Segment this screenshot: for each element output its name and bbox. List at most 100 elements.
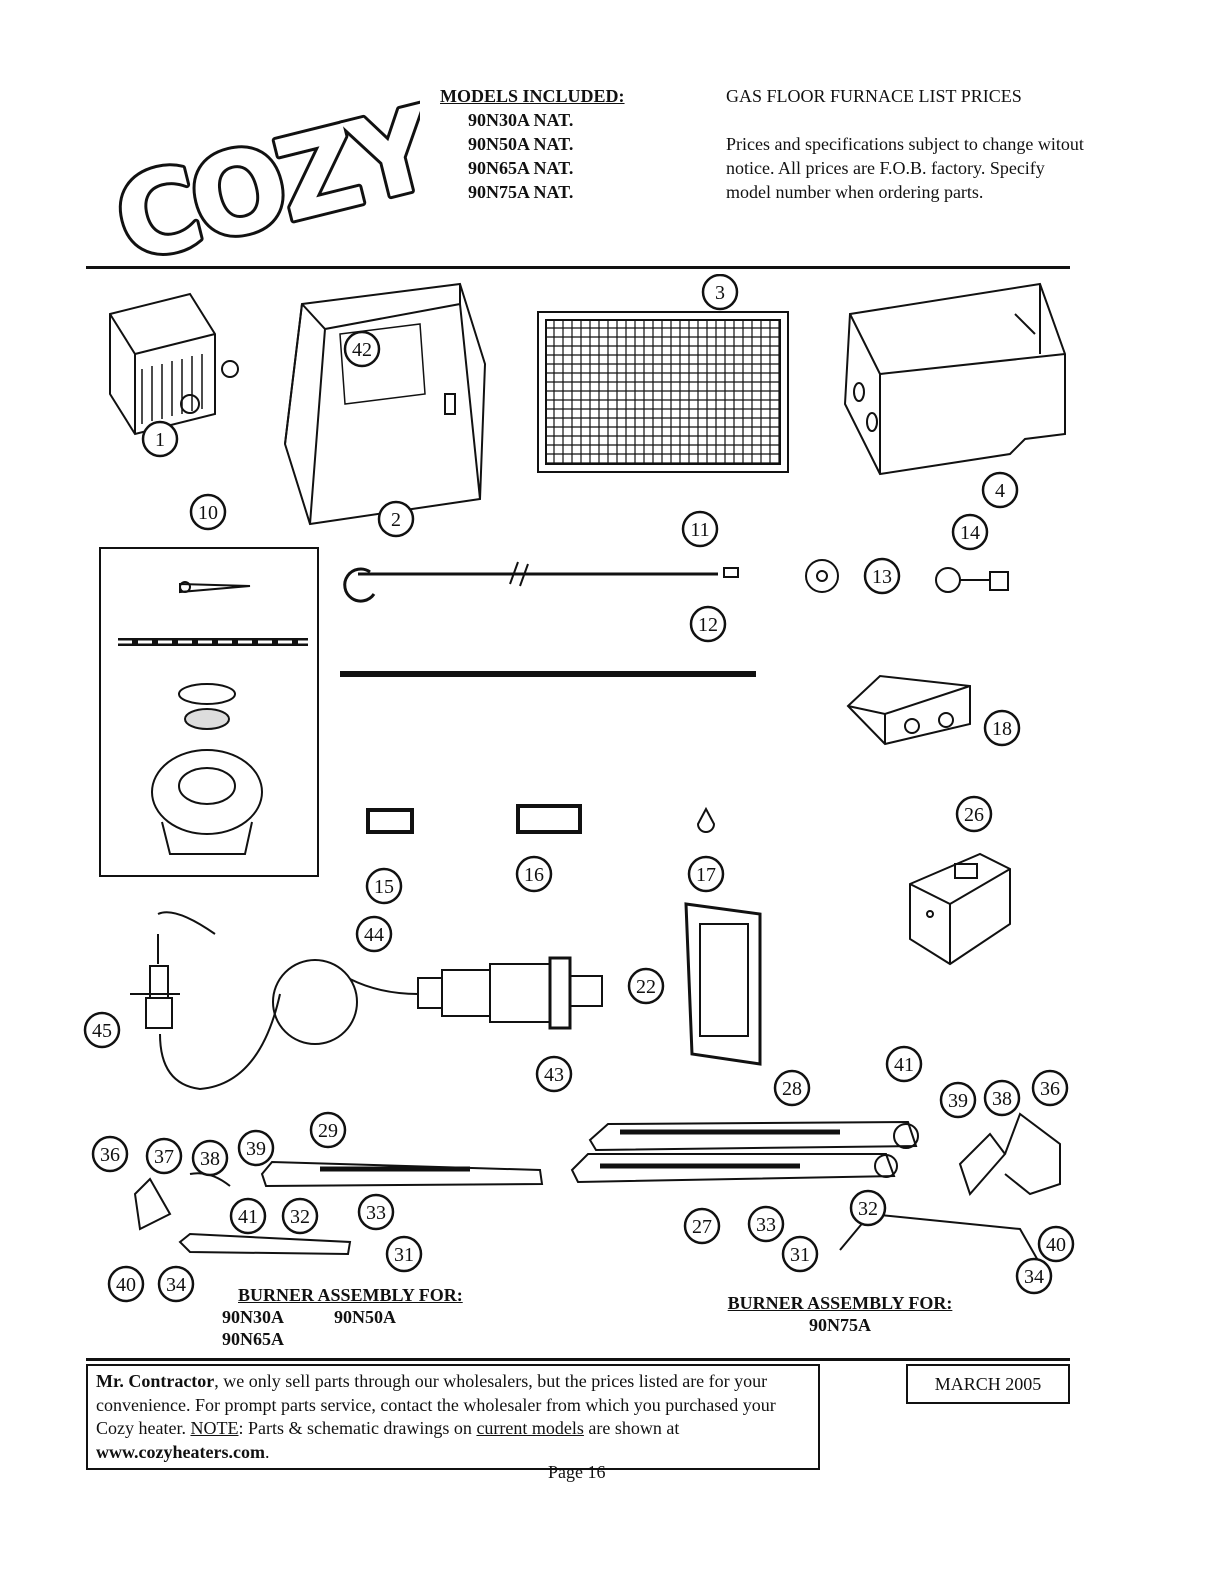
callout-11: 11 — [681, 510, 719, 548]
svg-text:31: 31 — [790, 1244, 810, 1266]
burner-right-caption: BURNER ASSEMBLY FOR: 90N75A — [720, 1292, 960, 1336]
svg-text:38: 38 — [200, 1148, 220, 1170]
callout-41: 41 — [229, 1197, 267, 1235]
callout-12: 12 — [689, 605, 727, 643]
callout-26: 26 — [955, 795, 993, 833]
svg-text:11: 11 — [690, 519, 709, 541]
svg-text:17: 17 — [696, 864, 716, 886]
control-rod-drawing — [343, 561, 739, 603]
callout-43: 43 — [535, 1055, 573, 1093]
svg-text:15: 15 — [374, 876, 394, 898]
svg-text:42: 42 — [352, 339, 372, 361]
callout-40: 40 — [107, 1265, 145, 1303]
svg-text:39: 39 — [246, 1138, 266, 1160]
washer-drawing — [805, 559, 839, 593]
callout-34: 34 — [1015, 1257, 1053, 1295]
callout-38: 38 — [191, 1139, 229, 1177]
notice-text: : Parts & schematic drawings on — [238, 1418, 477, 1438]
callout-31: 31 — [385, 1235, 423, 1273]
callout-2: 2 — [377, 500, 415, 538]
svg-text:14: 14 — [960, 522, 980, 544]
current-models-link[interactable]: current models — [476, 1418, 584, 1438]
callout-31: 31 — [781, 1235, 819, 1273]
burner-right-title: BURNER ASSEMBLY FOR: — [727, 1293, 953, 1313]
website-link[interactable]: www.cozyheaters.com — [96, 1441, 265, 1462]
callout-15: 15 — [365, 867, 403, 905]
svg-text:39: 39 — [948, 1090, 968, 1112]
callout-27: 27 — [683, 1207, 721, 1245]
svg-text:COZY: COZY — [103, 83, 420, 268]
header-divider — [86, 266, 1070, 269]
models-included: MODELS INCLUDED: 90N30A NAT. 90N50A NAT.… — [440, 84, 625, 204]
models-heading: MODELS INCLUDED: — [440, 86, 625, 106]
footer-divider — [86, 1358, 1070, 1361]
svg-text:3: 3 — [715, 282, 725, 304]
callout-33: 33 — [357, 1193, 395, 1231]
switch-drawing — [366, 808, 414, 834]
limit-switch-drawing — [516, 804, 582, 834]
model-item: 90N50A NAT. — [468, 134, 574, 154]
svg-text:33: 33 — [756, 1214, 776, 1236]
svg-text:18: 18 — [992, 718, 1012, 740]
callout-32: 32 — [849, 1189, 887, 1227]
callout-36: 36 — [91, 1135, 129, 1173]
notice-text: . — [264, 1441, 270, 1462]
svg-text:10: 10 — [198, 502, 218, 524]
burner-right-drawing — [570, 1112, 1061, 1265]
page-number: Page 16 — [548, 1462, 606, 1482]
burner-left-drawing — [133, 1160, 544, 1256]
callout-41: 41 — [885, 1045, 923, 1083]
svg-text:22: 22 — [636, 976, 656, 998]
callout-16: 16 — [515, 855, 553, 893]
model-item: 90N75A NAT. — [468, 182, 574, 202]
svg-text:36: 36 — [100, 1144, 120, 1166]
svg-text:45: 45 — [92, 1020, 112, 1042]
svg-text:37: 37 — [154, 1146, 174, 1168]
callout-14: 14 — [951, 513, 989, 551]
burner-left-model: 90N30A — [222, 1307, 284, 1327]
callout-39: 39 — [237, 1129, 275, 1167]
notice-lead: Mr. Contractor — [96, 1371, 215, 1391]
igniter-assembly-drawing — [130, 911, 603, 1091]
casing-drawing — [283, 282, 487, 526]
callout-10: 10 — [189, 493, 227, 531]
notice-text: are shown at — [583, 1418, 680, 1438]
date-box: MARCH 2005 — [906, 1364, 1070, 1404]
callout-28: 28 — [773, 1069, 811, 1107]
callout-37: 37 — [145, 1137, 183, 1175]
callout-39: 39 — [939, 1081, 977, 1119]
thermostat-drawing — [684, 902, 762, 1066]
svg-text:1: 1 — [155, 429, 165, 451]
callout-38: 38 — [983, 1079, 1021, 1117]
svg-text:34: 34 — [1024, 1266, 1044, 1288]
svg-text:33: 33 — [366, 1202, 386, 1224]
svg-text:4: 4 — [995, 480, 1005, 502]
svg-text:41: 41 — [894, 1054, 914, 1076]
callout-36: 36 — [1031, 1069, 1069, 1107]
cozy-logo: COZY COZY — [100, 79, 420, 268]
model-item: 90N30A NAT. — [468, 110, 574, 130]
contractor-notice: Mr. Contractor, we only sell parts throu… — [86, 1364, 820, 1470]
kit-parts-drawing — [118, 581, 308, 855]
callout-4: 4 — [981, 471, 1019, 509]
svg-text:40: 40 — [1046, 1234, 1066, 1256]
svg-text:16: 16 — [524, 864, 544, 886]
callout-32: 32 — [281, 1197, 319, 1235]
svg-text:12: 12 — [698, 614, 718, 636]
svg-text:32: 32 — [858, 1198, 878, 1220]
callout-42: 42 — [343, 330, 381, 368]
register-grille-drawing — [537, 311, 789, 473]
callout-22: 22 — [627, 967, 665, 1005]
burner-left-title: BURNER ASSEMBLY FOR: — [238, 1285, 463, 1305]
svg-text:2: 2 — [391, 509, 401, 531]
callout-17: 17 — [687, 855, 725, 893]
model-item: 90N65A NAT. — [468, 158, 574, 178]
price-list-title: GAS FLOOR FURNACE LIST PRICES — [726, 86, 1022, 106]
svg-text:34: 34 — [166, 1274, 186, 1296]
svg-text:36: 36 — [1040, 1078, 1060, 1100]
burner-left-model: 90N50A — [334, 1307, 396, 1327]
svg-text:43: 43 — [544, 1064, 564, 1086]
callout-44: 44 — [355, 915, 393, 953]
svg-text:13: 13 — [872, 566, 892, 588]
svg-text:31: 31 — [394, 1244, 414, 1266]
